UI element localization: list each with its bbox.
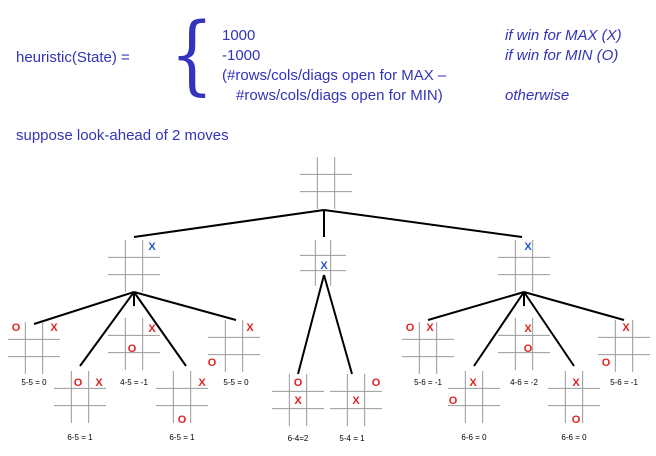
o-mark: O [74,377,83,389]
x-mark: X [198,377,206,389]
x-mark: X [524,323,532,335]
o-mark: O [406,322,415,334]
leaf-board [156,371,208,423]
x-mark: X [572,377,580,389]
leaf-board [548,371,600,423]
leaf-board [402,322,454,374]
edge [473,291,525,367]
leaf-board [598,320,650,372]
case-value-3: (#rows/cols/diags open for MAX – [222,67,447,84]
leaf-score-label: 6-6 = 0 [561,433,587,442]
middle-board [300,240,346,286]
right-board [498,240,550,292]
edge [133,291,187,367]
leaf-score-label: 4-5 = -1 [120,378,148,387]
leaf-board [8,322,60,374]
leaf-board [330,374,382,426]
o-mark: O [208,357,217,369]
x-mark: X [622,322,630,334]
lookahead-note: suppose look-ahead of 2 moves [16,127,229,144]
x-mark: X [524,241,532,253]
x-mark: X [246,322,254,334]
x-mark: X [148,323,156,335]
x-mark: X [469,377,477,389]
edge [33,291,135,325]
o-mark: O [524,343,533,355]
leaf-score-label: 5-5 = 0 [223,378,249,387]
leaf-board [108,318,160,370]
leaf-score-label: 6-5 = 1 [67,433,93,442]
leaf-score-label: 5-6 = -1 [414,378,442,387]
edge [323,274,353,375]
x-mark: X [426,322,434,334]
case-condition-4: otherwise [505,87,570,104]
leaf-score-label: 6-5 = 1 [169,433,195,442]
x-mark: X [148,241,156,253]
o-mark: O [372,377,381,389]
leaf-board [54,371,106,423]
leaf-board [448,371,500,423]
x-mark: X [50,322,58,334]
edge-root-right [323,209,523,238]
leaf-score-label: 4-6 = -2 [510,378,538,387]
edge [297,274,325,375]
case-value-1: 1000 [222,27,256,44]
case-value-4: #rows/cols/diags open for MIN) [236,87,443,104]
o-mark: O [602,357,611,369]
leaf-score-label: 6-6 = 0 [461,433,487,442]
edge [523,291,575,367]
leaf-board [272,374,324,426]
x-mark: X [352,395,360,407]
leaf-score-label: 6-4=2 [288,434,309,443]
edge [523,291,625,321]
leaf-score-label: 5-5 = 0 [21,378,47,387]
o-mark: O [294,377,303,389]
left-board [108,240,160,292]
o-mark: O [572,414,581,426]
edge [427,291,525,321]
x-mark: X [294,395,302,407]
o-mark: O [12,322,21,334]
leaf-board [498,318,550,370]
leaf-score-label: 5-4 = 1 [339,434,365,443]
left-brace: { [170,5,214,105]
case-value-2: -1000 [222,47,261,64]
o-mark: O [178,414,187,426]
root-board [300,157,352,209]
leaf-board [208,320,260,372]
case-condition-2: if win for MIN (O) [505,47,619,64]
edge [79,291,135,367]
x-mark: X [95,377,103,389]
edge [133,291,237,321]
x-mark: X [320,260,328,272]
case-condition-1: if win for MAX (X) [505,27,622,44]
o-mark: O [449,395,458,407]
heuristic-label: heuristic(State) = [16,49,130,66]
o-mark: O [128,343,137,355]
leaf-score-label: 5-6 = -1 [610,378,638,387]
edge-root-left [133,209,325,238]
